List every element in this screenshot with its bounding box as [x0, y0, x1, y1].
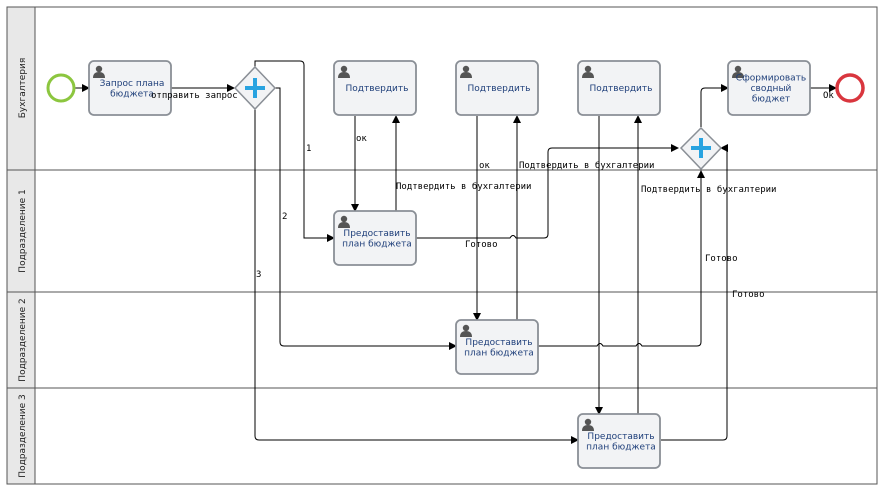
- edge-label-branch-1: 1: [306, 144, 311, 154]
- task-label-line: план бюджета: [342, 239, 412, 249]
- task-box: [333, 210, 417, 266]
- task-box: [577, 60, 661, 116]
- edge-label-ready-2: Готово: [705, 254, 738, 264]
- flow-plan2-ready[interactable]: [538, 170, 705, 347]
- task-label-line: план бюджета: [586, 442, 656, 452]
- edge-label-ready-3: Готово: [732, 290, 765, 300]
- task-box: [455, 319, 539, 375]
- lane-label-podrazdelenie-1: Подразделение 1: [18, 189, 28, 272]
- lane-label-podrazdelenie-3: Подразделение 3: [18, 394, 28, 477]
- task-podtverdit-2[interactable]: Подтвердить: [455, 60, 539, 116]
- task-box: [577, 413, 661, 469]
- edge-label-ok-2: ок: [479, 161, 490, 171]
- flow-plan1-ready[interactable]: [416, 144, 679, 239]
- lane-header-column: [6, 6, 36, 485]
- task-box: [88, 60, 172, 116]
- task-podtverdit-3[interactable]: Подтвердить: [577, 60, 661, 116]
- edge-labels: отправить запрос 1 2 3 ок ок Подтвердить…: [151, 91, 834, 300]
- start-event[interactable]: [46, 73, 76, 103]
- parallel-gateway-split[interactable]: [233, 65, 277, 111]
- plus-icon: [245, 78, 265, 98]
- edge-label-branch-3: 3: [256, 270, 261, 280]
- edge-label-branch-2: 2: [282, 212, 287, 222]
- end-event[interactable]: [835, 73, 865, 103]
- task-podtverdit-1[interactable]: Подтвердить: [333, 60, 417, 116]
- user-icon: [582, 418, 594, 431]
- task-box: [727, 60, 811, 116]
- task-label-line: Предоставить: [587, 432, 654, 442]
- user-icon: [338, 215, 350, 228]
- task-label-line: Сформировать: [736, 74, 806, 84]
- lane-label-podrazdelenie-2: Подразделение 2: [18, 298, 28, 381]
- task-label-line: Подтвердить: [468, 84, 531, 94]
- flow-branch-1[interactable]: [254, 60, 335, 242]
- task-label-line: бюджет: [752, 95, 790, 105]
- edge-label-confirm-acc-2: Подтвердить в бухгалтерии: [519, 160, 654, 171]
- flow-plan3-ready[interactable]: [661, 144, 728, 441]
- task-label-line: Запрос плана: [100, 79, 165, 89]
- user-icon: [460, 324, 472, 337]
- plus-icon: [691, 138, 711, 158]
- lane-label-buhgalteriya: Бухгалтерия: [18, 58, 28, 119]
- flow-branch-3[interactable]: [254, 109, 579, 444]
- task-label-line: Подтвердить: [590, 84, 653, 94]
- edge-label-ok-1: ок: [356, 134, 367, 144]
- task-label-line: бюджета: [110, 89, 154, 99]
- edge-label-ready-1: Готово: [465, 240, 498, 250]
- task-box: [455, 60, 539, 116]
- user-icon: [93, 65, 105, 78]
- task-box: [333, 60, 417, 116]
- task-label-line: сводный: [751, 84, 792, 94]
- edge-label-end: Ok: [823, 91, 834, 101]
- user-icon: [338, 65, 350, 78]
- edge-label-send-request: отправить запрос: [151, 91, 238, 101]
- user-icon: [732, 65, 744, 78]
- task-label-line: Подтвердить: [346, 84, 409, 94]
- flow-branch-2[interactable]: [274, 87, 457, 350]
- task-label-line: Предоставить: [465, 338, 532, 348]
- user-icon: [582, 65, 594, 78]
- sequence-flows: [75, 60, 837, 444]
- edge-label-confirm-acc-3: Подтвердить в бухгалтерии: [641, 184, 776, 195]
- task-label-line: план бюджета: [464, 348, 534, 358]
- user-icon: [460, 65, 472, 78]
- task-label-line: Предоставить: [343, 229, 410, 239]
- flow-join-to-summary[interactable]: [700, 84, 729, 127]
- edge-label-confirm-acc-1: Подтвердить в бухгалтерии: [396, 181, 531, 192]
- parallel-gateway-join[interactable]: [679, 126, 723, 171]
